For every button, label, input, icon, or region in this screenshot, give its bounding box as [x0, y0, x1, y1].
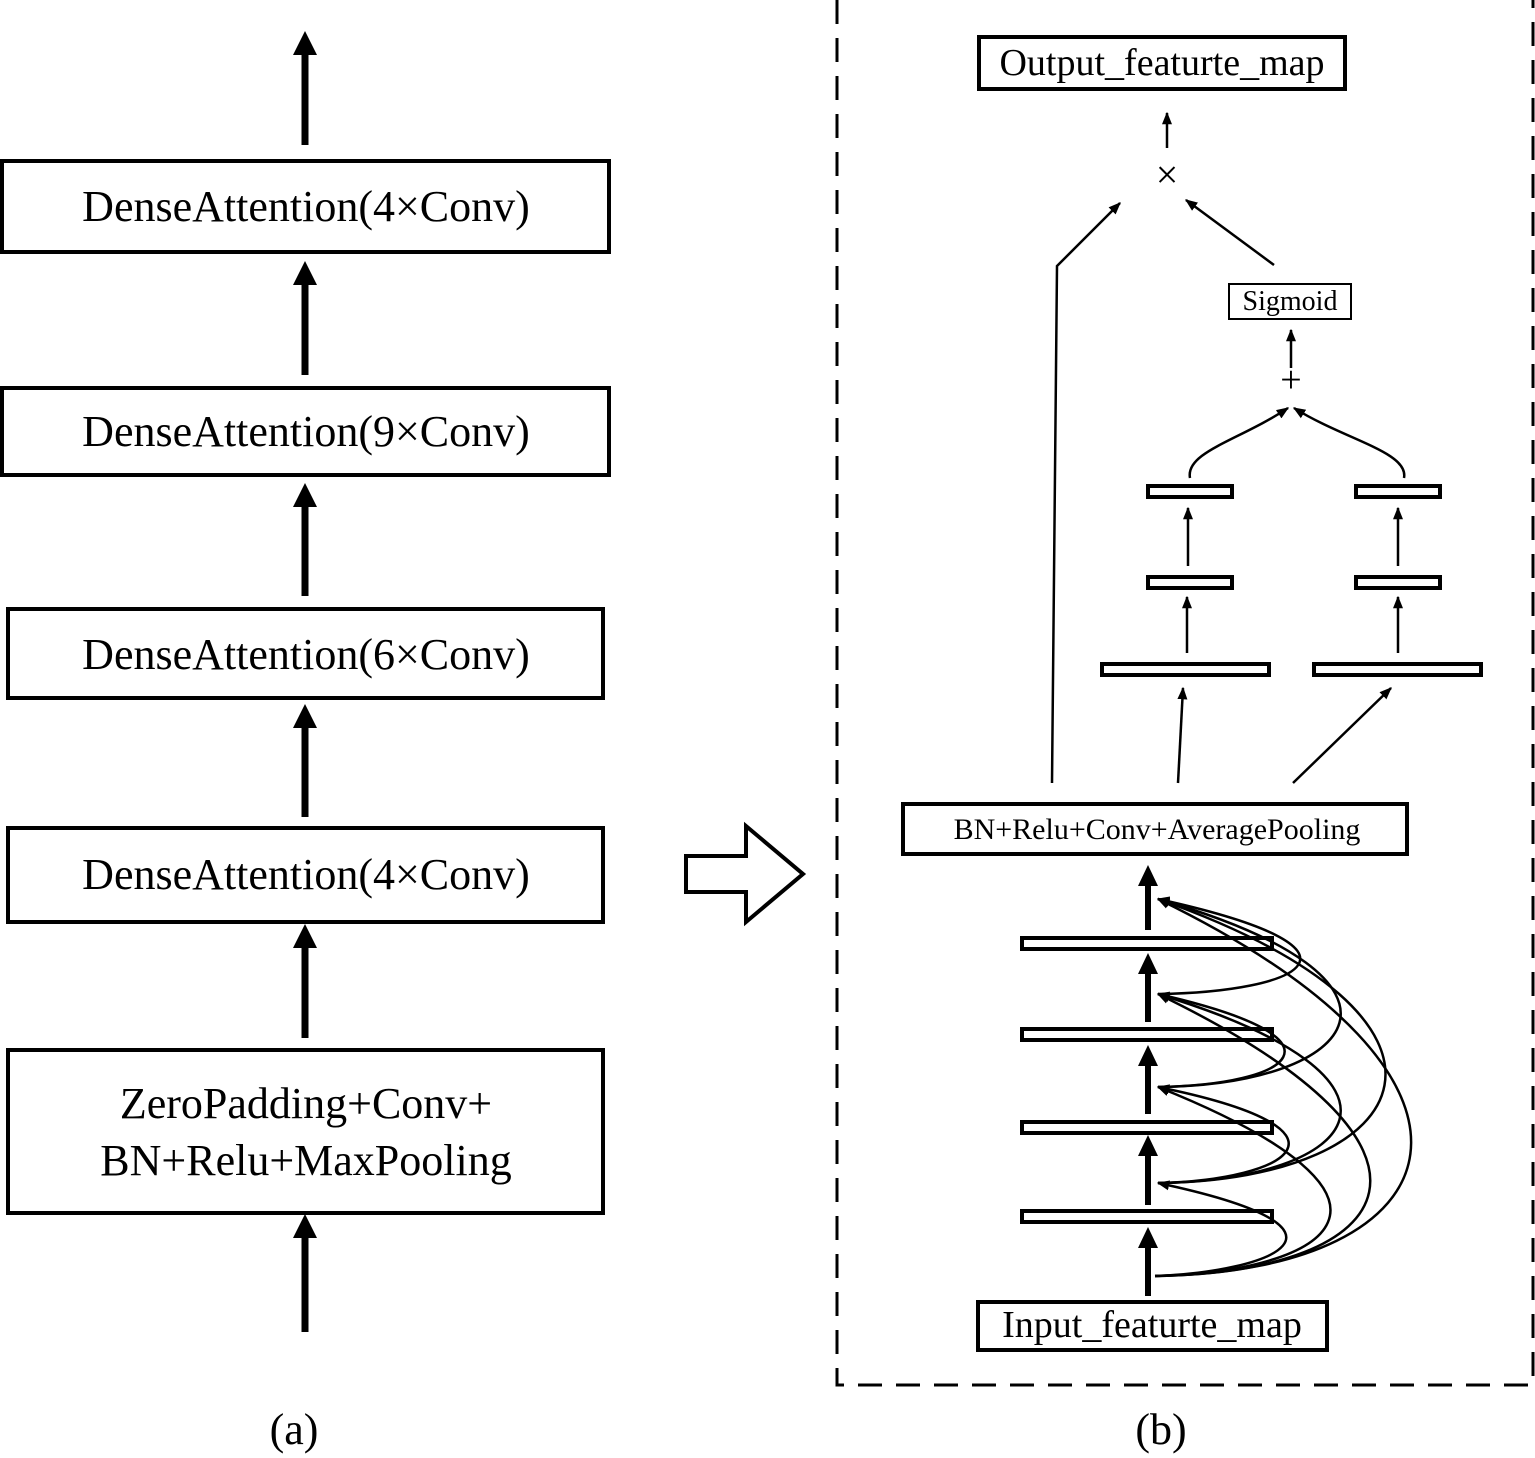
sigmoid-to-multiply-arrow [1184, 198, 1275, 267]
stem-block: ZeroPadding+Conv+ BN+Relu+MaxPooling [6, 1048, 605, 1215]
dashed-frame [835, 0, 1535, 1387]
input-feature-map-box: Input_featurte_map [976, 1300, 1329, 1352]
dense-connections [1154, 896, 1413, 1278]
right-branch-merge-arrow [1292, 406, 1406, 479]
panel-a: DenseAttention(4×Conv) DenseAttention(9×… [0, 31, 611, 1454]
expand-arrow-icon [684, 821, 807, 927]
flow-arrow [293, 704, 317, 817]
block-label: DenseAttention(4×Conv) [82, 850, 530, 899]
output-feature-map-box: Output_featurte_map [977, 35, 1347, 91]
flow-arrow [293, 924, 317, 1038]
transition-layer-box: BN+Relu+Conv+AveragePooling [901, 802, 1409, 856]
input-label: Input_featurte_map [1002, 1304, 1302, 1346]
dense-layer-bar [1354, 484, 1442, 499]
block-label: DenseAttention(4×Conv) [82, 182, 530, 231]
stem-label-line2: BN+Relu+MaxPooling [100, 1136, 511, 1185]
conv-layer-bar [1020, 1120, 1274, 1135]
block-label: DenseAttention(9×Conv) [82, 407, 530, 456]
conv-layer-bar [1020, 936, 1274, 951]
left-branch [1100, 484, 1271, 784]
sigmoid-label: Sigmoid [1243, 286, 1338, 317]
conv-layer-bar [1020, 1209, 1274, 1224]
identity-path-arrow [1050, 202, 1121, 784]
dense-layer-bar [1354, 575, 1442, 590]
left-branch-merge-arrow [1188, 406, 1290, 479]
dense-attention-block-2: DenseAttention(6×Conv) [6, 607, 605, 700]
sigmoid-box: Sigmoid [1228, 283, 1352, 320]
panel-a-arrows [293, 31, 317, 1332]
flow-arrow [293, 261, 317, 375]
pooled-vector-bar [1100, 662, 1271, 677]
dense-block-layers [1020, 936, 1274, 1224]
block-label: DenseAttention(6×Conv) [82, 630, 530, 679]
flow-arrow [293, 483, 317, 596]
dense-attention-block-4: DenseAttention(4×Conv) [0, 159, 611, 254]
caption-b: (b) [1135, 1405, 1186, 1454]
panel-b: Output_featurte_map × Sigmoid + [835, 0, 1535, 1454]
caption-a: (a) [270, 1405, 319, 1454]
dense-attention-block-3: DenseAttention(9×Conv) [0, 386, 611, 477]
stem-label-line1: ZeroPadding+Conv+ [120, 1079, 492, 1128]
multiply-symbol: × [1156, 152, 1179, 197]
flow-arrow [293, 31, 317, 145]
dense-block-arrows [1138, 865, 1158, 1296]
dense-attention-block-1: DenseAttention(4×Conv) [6, 826, 605, 924]
output-label: Output_featurte_map [999, 42, 1324, 84]
transition-label: BN+Relu+Conv+AveragePooling [954, 813, 1361, 846]
plus-symbol: + [1280, 359, 1301, 401]
pooled-vector-bar [1312, 662, 1483, 677]
dense-layer-bar [1146, 575, 1234, 590]
flow-arrow [293, 1214, 317, 1332]
right-branch [1292, 484, 1483, 784]
dense-layer-bar [1146, 484, 1234, 499]
